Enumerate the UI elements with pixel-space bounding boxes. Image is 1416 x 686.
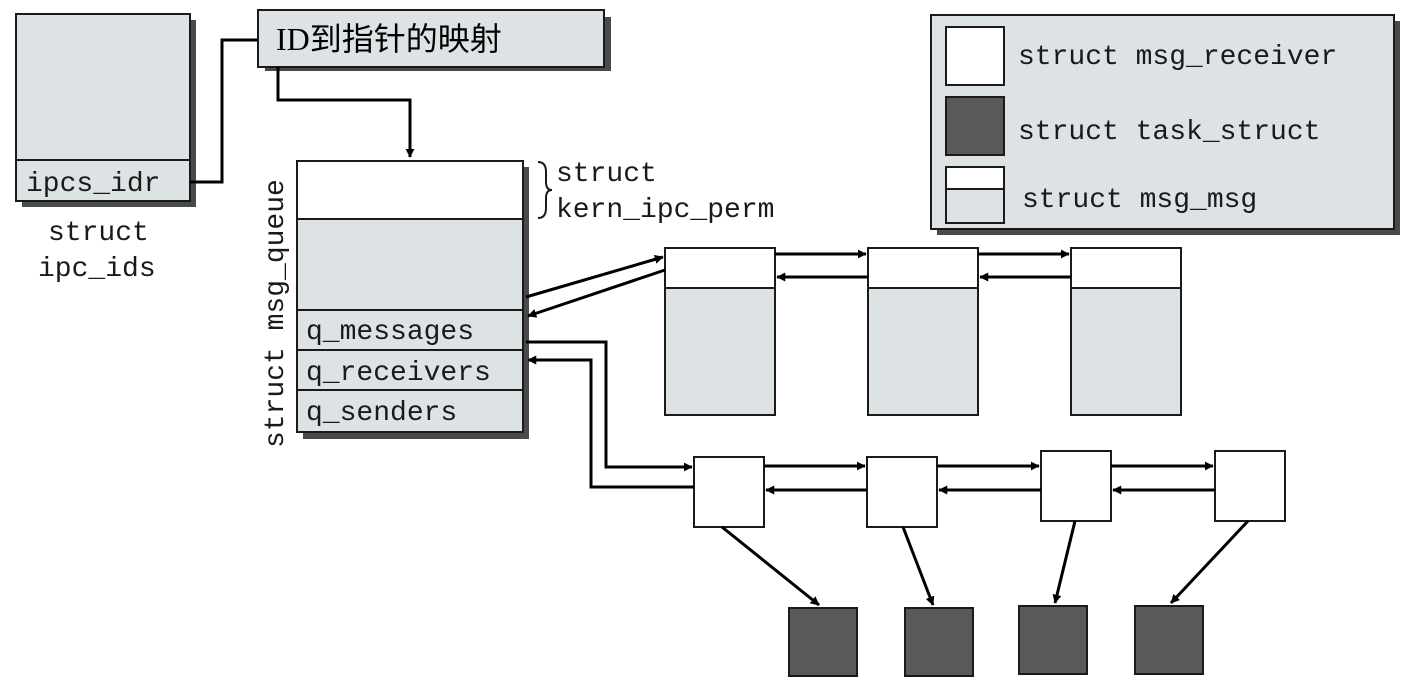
receiver-node-4: [1214, 450, 1286, 522]
receiver-node-3: [1040, 450, 1112, 522]
perm-label-line2: kern_ipc_perm: [556, 195, 774, 226]
q-receivers-field: q_receivers: [306, 358, 491, 389]
msg-queue-struct: q_messages q_receivers q_senders: [296, 160, 529, 439]
ipcs-idr-to-mapping-connector: [190, 38, 258, 184]
q-senders-field: q_senders: [306, 398, 457, 429]
legend-task-swatch: [945, 96, 1005, 156]
msg-msg-node-3: [1070, 247, 1182, 416]
ipc-ids-caption-line1: struct: [48, 218, 149, 249]
receiver1-task-arrow: [721, 525, 820, 607]
legend-receiver-label: struct msg_receiver: [1018, 42, 1337, 73]
receiver-node-1: [693, 456, 765, 528]
q-messages-field: q_messages: [306, 317, 474, 348]
ipc-ids-caption-line2: ipc_ids: [38, 254, 156, 285]
mapping-to-msg-queue-arrow: [276, 67, 415, 158]
msg-msg-node-1: [664, 247, 776, 416]
q-receivers-next-arrow: [526, 340, 693, 472]
task-struct-4: [1134, 605, 1204, 675]
perm-brace: [537, 161, 553, 219]
legend-msg-label: struct msg_msg: [1022, 185, 1257, 216]
receiver4-task-arrow: [1169, 519, 1250, 605]
task-struct-3: [1018, 605, 1088, 675]
q-messages-next-arrow: [525, 254, 664, 299]
ipcs-idr-field: ipcs_idr: [26, 169, 160, 200]
task-struct-1: [788, 607, 858, 677]
id-mapping-box: ID到指针的映射: [257, 9, 611, 71]
legend-receiver-swatch: [945, 26, 1005, 86]
task-struct-2: [904, 607, 974, 677]
legend-panel: [930, 14, 1400, 235]
ipc-ids-struct: ipcs_idr: [15, 13, 196, 207]
receiver2-task-arrow: [901, 526, 935, 606]
perm-label-line1: struct: [556, 159, 657, 190]
receiver-node-2: [866, 456, 938, 528]
q-receivers-prev-arrow: [527, 355, 694, 489]
id-mapping-label: ID到指针的映射: [276, 21, 502, 57]
legend-task-label: struct task_struct: [1018, 117, 1320, 148]
msg-queue-side-label: struct msg_queue: [261, 179, 292, 448]
legend-msg-swatch: [945, 166, 1005, 224]
q-messages-prev-arrow: [527, 268, 666, 318]
msg-msg-node-2: [867, 247, 979, 416]
receiver3-task-arrow: [1052, 520, 1077, 604]
